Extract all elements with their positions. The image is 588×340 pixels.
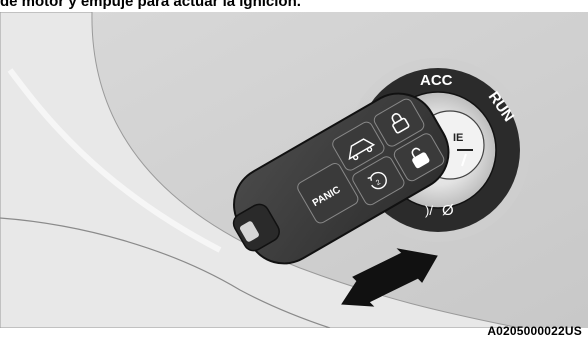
ignition-label-off: IE <box>453 132 463 144</box>
ignition-label-acc: ACC <box>420 72 453 89</box>
caption-text: de motor y empuje para actuar la ignició… <box>0 0 301 11</box>
ignition-illustration: ACC RUN IE Ø )/ <box>0 12 588 328</box>
figure-code: A0205000022US <box>487 324 582 338</box>
ignition-bracket: )/ <box>425 203 433 218</box>
ignition-cross-icon: Ø <box>442 202 454 219</box>
